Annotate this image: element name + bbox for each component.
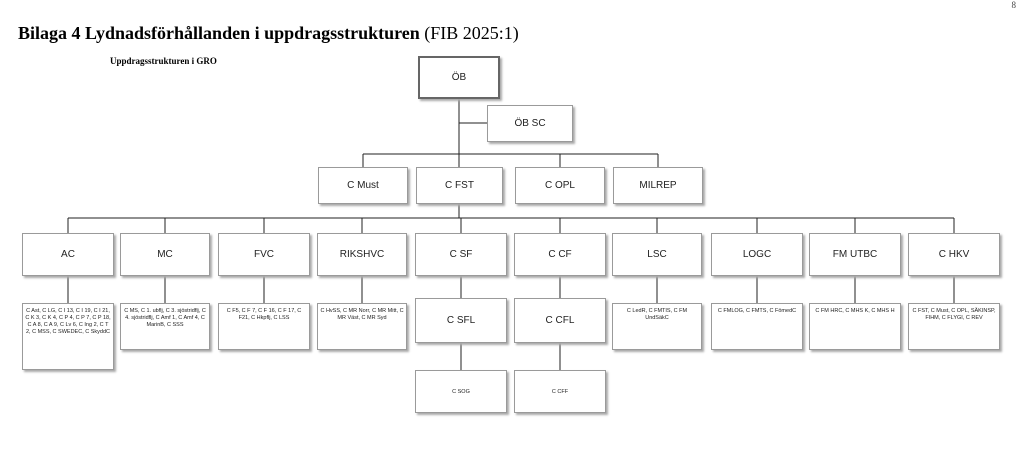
node-label: C SFL bbox=[446, 315, 476, 326]
node-label: MILREP bbox=[639, 180, 677, 191]
node-label: FM UTBC bbox=[832, 249, 878, 260]
node-c-hkv: C HKV bbox=[908, 233, 1000, 276]
node-label: C OPL bbox=[544, 180, 575, 191]
node-fvc: FVC bbox=[218, 233, 310, 276]
node-logc: LOGC bbox=[711, 233, 803, 276]
node-label: C SOG bbox=[452, 388, 470, 395]
node-label: C CFL bbox=[545, 315, 575, 326]
heading-bold: Bilaga 4 Lydnadsförhållanden i uppdragss… bbox=[18, 23, 420, 43]
subunit-list: C FST, C Must, C OPL, SÄKINSP, FIHM, C F… bbox=[912, 308, 996, 321]
node-c-sog: C SOG bbox=[415, 370, 507, 413]
node-ob: ÖB bbox=[418, 56, 500, 99]
page-heading: Bilaga 4 Lydnadsförhållanden i uppdragss… bbox=[18, 23, 519, 44]
node-label: C Must bbox=[347, 180, 379, 191]
node-c-sf: C SF bbox=[415, 233, 507, 276]
chart-title: Uppdragsstrukturen i GRO bbox=[110, 56, 217, 66]
node-label: LSC bbox=[647, 249, 667, 260]
subunits-logc: C FMLOG, C FMTS, C FömedC bbox=[711, 303, 803, 350]
subunits-fm-utbc: C FM HRC, C MHS K, C MHS H bbox=[809, 303, 901, 350]
node-fm-utbc: FM UTBC bbox=[809, 233, 901, 276]
subunit-list: C Ast, C LG, C I 13, C I 19, C I 21, C K… bbox=[25, 308, 111, 335]
node-rikshvc: RIKSHVC bbox=[317, 233, 407, 276]
node-ac: AC bbox=[22, 233, 114, 276]
node-label: ÖB SC bbox=[514, 118, 546, 129]
node-label: C SF bbox=[449, 249, 473, 260]
subunit-list: C LedR, C FMTIS, C FM UndSäkC bbox=[626, 308, 688, 321]
node-label: MC bbox=[157, 249, 173, 260]
node-c-sfl: C SFL bbox=[415, 298, 507, 343]
subunit-list: C FM HRC, C MHS K, C MHS H bbox=[815, 308, 895, 314]
subunits-fvc: C F5, C F 7, C F 16, C F 17, C F21, C Hk… bbox=[218, 303, 310, 350]
subunit-list: C F5, C F 7, C F 16, C F 17, C F21, C Hk… bbox=[226, 308, 302, 321]
page-number: 8 bbox=[1011, 0, 1017, 10]
subunits-lsc: C LedR, C FMTIS, C FM UndSäkC bbox=[612, 303, 702, 350]
subunit-list: C MS, C 1. ubflj, C 3. sjöstridflj, C 4.… bbox=[124, 308, 206, 328]
node-mc: MC bbox=[120, 233, 210, 276]
heading-reference: (FIB 2025:1) bbox=[424, 23, 519, 43]
node-label: C HKV bbox=[938, 249, 970, 260]
subunits-ac: C Ast, C LG, C I 13, C I 19, C I 21, C K… bbox=[22, 303, 114, 370]
node-label: C CF bbox=[548, 249, 572, 260]
node-label: LOGC bbox=[742, 249, 772, 260]
node-label: RIKSHVC bbox=[339, 249, 385, 260]
node-label: ÖB bbox=[451, 72, 467, 83]
subunits-mc: C MS, C 1. ubflj, C 3. sjöstridflj, C 4.… bbox=[120, 303, 210, 350]
node-c-must: C Must bbox=[318, 167, 408, 204]
subunits-rikshvc: C HvSS, C MR Norr, C MR Mitt, C MR Väst,… bbox=[317, 303, 407, 350]
node-c-cff: C CFF bbox=[514, 370, 606, 413]
node-label: C FST bbox=[445, 180, 474, 191]
node-ob-sc: ÖB SC bbox=[487, 105, 573, 142]
node-lsc: LSC bbox=[612, 233, 702, 276]
node-c-fst: C FST bbox=[416, 167, 503, 204]
node-label: C CFF bbox=[551, 388, 569, 395]
node-milrep: MILREP bbox=[613, 167, 703, 204]
node-label: AC bbox=[61, 249, 75, 260]
subunit-list: C HvSS, C MR Norr, C MR Mitt, C MR Väst,… bbox=[320, 308, 404, 321]
node-c-opl: C OPL bbox=[515, 167, 605, 204]
subunits-c-hkv: C FST, C Must, C OPL, SÄKINSP, FIHM, C F… bbox=[908, 303, 1000, 350]
subunit-list: C FMLOG, C FMTS, C FömedC bbox=[717, 308, 797, 314]
node-c-cfl: C CFL bbox=[514, 298, 606, 343]
node-c-cf: C CF bbox=[514, 233, 606, 276]
node-label: FVC bbox=[254, 249, 274, 260]
